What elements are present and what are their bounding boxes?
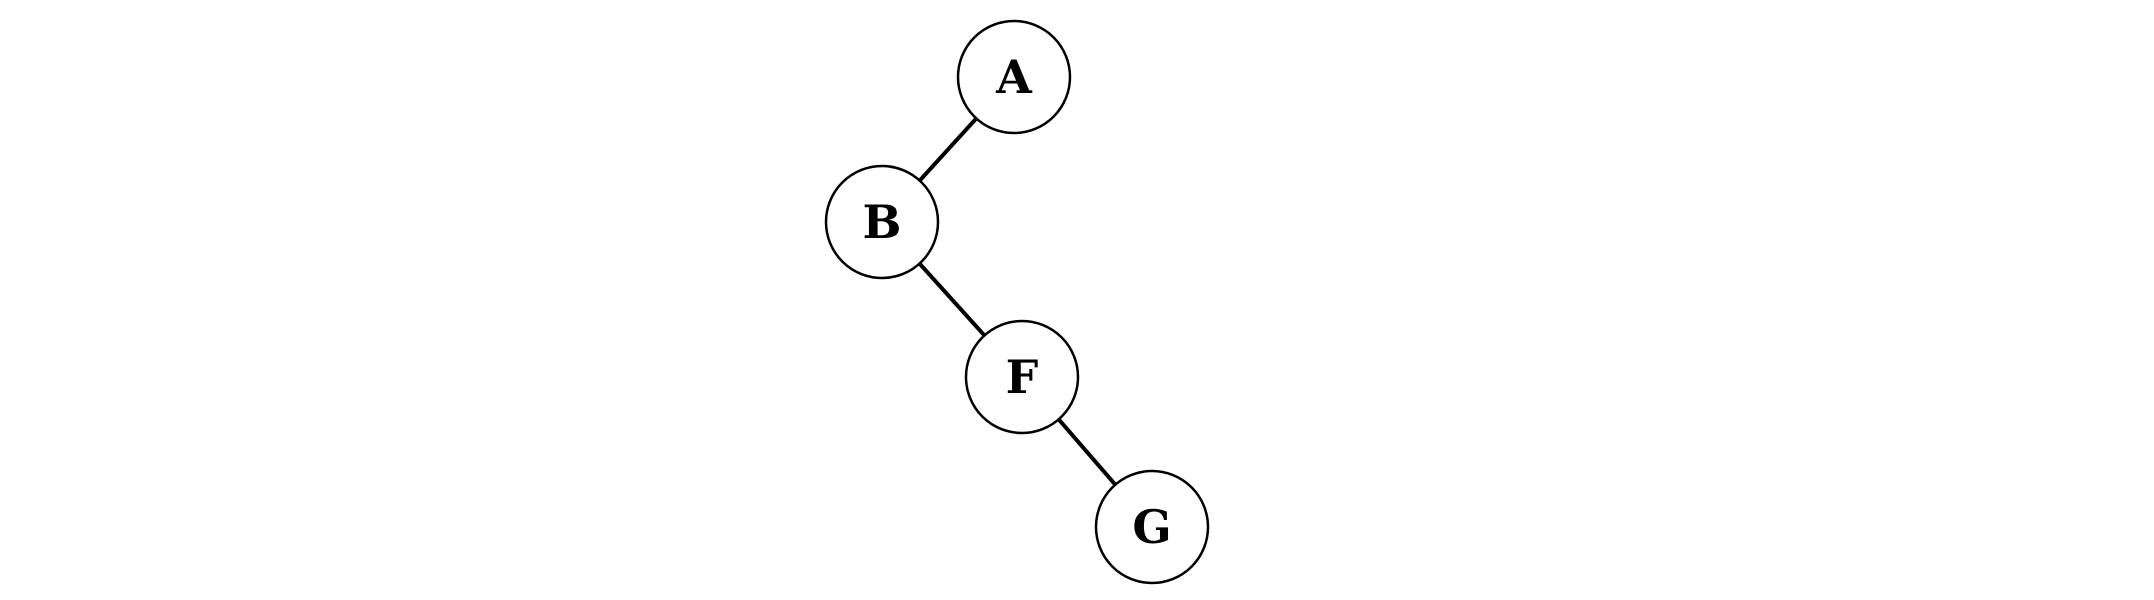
node-label-A: A [995,50,1033,104]
node-circle-F [964,319,1080,435]
node-circle-A [956,19,1072,135]
node-circle-B [824,164,940,280]
node-G: G [1094,469,1210,585]
node-label-F: F [1006,350,1039,404]
node-label-B: B [863,195,902,249]
node-A: A [956,19,1072,135]
node-circle-G [1094,469,1210,585]
node-F: F [964,319,1080,435]
node-B: B [824,164,940,280]
node-label-G: G [1132,500,1171,554]
